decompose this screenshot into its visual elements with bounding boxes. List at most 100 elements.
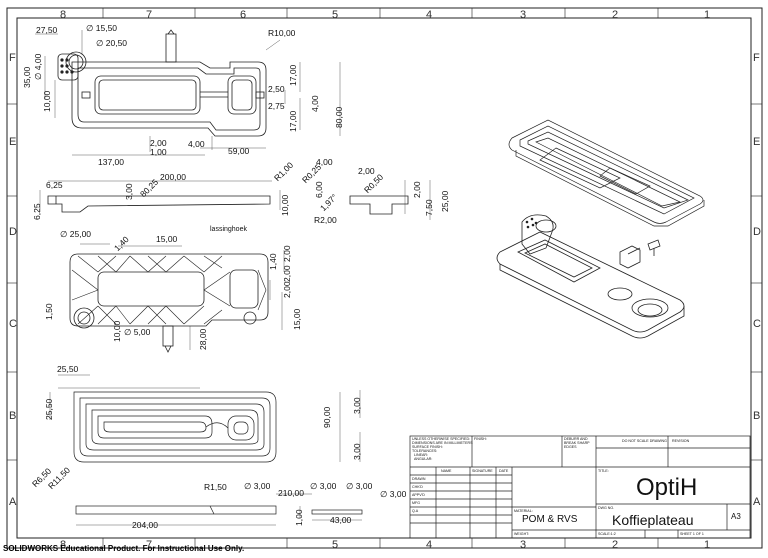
dim-coil-3: 3,00 bbox=[352, 397, 362, 414]
educational-footer: SOLIDWORKS Educational Product. For Inst… bbox=[3, 544, 245, 553]
tb-finish: FINISH: bbox=[474, 437, 487, 441]
col-label-5-bottom: 5 bbox=[332, 539, 339, 551]
dim-coil-15: 1,00 bbox=[294, 509, 304, 526]
dim-top-14: 2,00 bbox=[150, 138, 167, 148]
dim-coil-13: ∅ 3,00 bbox=[346, 481, 373, 491]
iso-coil bbox=[508, 119, 705, 227]
tb-surface: SURFACE FINISH: bbox=[412, 445, 443, 449]
col-label-3: 3 bbox=[520, 9, 527, 21]
side-view bbox=[47, 195, 409, 215]
tb-dwg-label: DWG NO. bbox=[598, 506, 615, 510]
dim-top-2: ∅ 15,50 bbox=[86, 23, 118, 33]
dim-side-12: 10,00 bbox=[280, 194, 290, 216]
dim-coil-11: 210,00 bbox=[278, 488, 304, 498]
col-label-1: 1 bbox=[704, 9, 711, 21]
dim-top-12: 4,00 bbox=[310, 95, 320, 112]
tb-title: OptiH bbox=[636, 474, 698, 501]
tb-sheet: SHEET 1 OF 1 bbox=[680, 532, 704, 536]
dim-bot-8: 1,50 bbox=[44, 303, 54, 320]
top-view bbox=[57, 29, 267, 137]
tb-signature: SIGNATURE bbox=[472, 469, 493, 473]
dim-bot-11: 10,00 bbox=[112, 320, 122, 342]
tb-scale: SCALE:1:2 bbox=[598, 532, 616, 536]
dim-top-1: 27,50 bbox=[36, 25, 58, 35]
iso-plate bbox=[496, 214, 685, 339]
dim-bot-4: 2,00 bbox=[282, 245, 292, 262]
iso-plate-holes bbox=[525, 217, 538, 229]
tb-qa: Q.A bbox=[412, 509, 419, 513]
bottom-view-ribs bbox=[71, 255, 267, 325]
tb-size: A3 bbox=[731, 512, 741, 521]
tb-unless: UNLESS OTHERWISE SPECIFIED: bbox=[412, 437, 471, 441]
dim-top-18: 59,00 bbox=[228, 146, 250, 156]
tb-tol: TOLERANCES: bbox=[412, 449, 438, 453]
dim-top-6: ∅ 4,00 bbox=[33, 53, 43, 80]
lassinghoek-label: lassinghoek bbox=[210, 226, 247, 233]
dim-side-7: 4,00 bbox=[316, 157, 333, 167]
tb-chkd: CHK'D bbox=[412, 485, 423, 489]
dim-top-4: R10,00 bbox=[268, 28, 296, 38]
dim-coil-10: 204,00 bbox=[132, 520, 158, 530]
dim-coil-14: 43,00 bbox=[330, 515, 352, 525]
tb-weight: WEIGHT: bbox=[514, 532, 529, 536]
col-label-6: 6 bbox=[240, 9, 247, 21]
dim-top-15: 1,00 bbox=[150, 147, 167, 157]
row-label-D-right: D bbox=[753, 226, 761, 238]
tb-angular: ANGULAR: bbox=[414, 457, 433, 461]
col-label-4: 4 bbox=[426, 9, 433, 21]
col-label-2: 2 bbox=[612, 9, 619, 21]
dim-side-17: 25,00 bbox=[440, 190, 450, 212]
col-label-4-bottom: 4 bbox=[426, 539, 433, 551]
dim-side-15: 2,00 bbox=[412, 181, 422, 198]
dim-coil-9: ∅ 3,00 bbox=[244, 481, 271, 491]
dim-bot-5: 1,40 bbox=[268, 253, 278, 270]
tb-date: DATE bbox=[499, 469, 509, 473]
col-label-3-bottom: 3 bbox=[520, 539, 527, 551]
dim-coil-1: 25,50 bbox=[57, 364, 79, 374]
dim-top-11: 17,00 bbox=[288, 110, 298, 132]
row-label-A: A bbox=[9, 496, 17, 508]
col-label-5: 5 bbox=[332, 9, 339, 21]
title-block bbox=[409, 435, 751, 539]
dim-top-10: 2,75 bbox=[268, 101, 285, 111]
dim-coil-4: 90,00 bbox=[322, 406, 332, 428]
row-label-F: F bbox=[9, 52, 16, 64]
dim-bot-10: ∅ 5,00 bbox=[124, 327, 151, 337]
dim-coil-8: R1,50 bbox=[204, 482, 227, 492]
col-label-7: 7 bbox=[146, 9, 153, 21]
row-label-E: E bbox=[9, 136, 17, 148]
dim-top-3: ∅ 20,50 bbox=[96, 38, 128, 48]
tb-material-label: MATERIAL: bbox=[514, 509, 533, 513]
tb-deburr: DEBURR AND BREAK SHARP EDGES bbox=[564, 437, 590, 450]
tb-drawn: DRAWN bbox=[412, 477, 426, 481]
tb-material: POM & RVS bbox=[522, 514, 578, 525]
col-label-1-bottom: 1 bbox=[704, 539, 711, 551]
dim-top-7: 10,00 bbox=[42, 90, 52, 112]
tb-dims-mm: DIMENSIONS ARE IN MILLIMETERS bbox=[412, 441, 473, 445]
dim-top-8: 17,00 bbox=[288, 64, 298, 86]
tb-mfg: MFG bbox=[412, 501, 420, 505]
tb-title-label: TITLE: bbox=[598, 469, 609, 473]
dim-side-2: 200,00 bbox=[160, 172, 186, 182]
dim-side-14: R2,00 bbox=[314, 215, 337, 225]
row-label-F-right: F bbox=[753, 52, 760, 64]
coil-view bbox=[73, 391, 363, 515]
col-label-2-bottom: 2 bbox=[612, 539, 619, 551]
dim-side-3: 3,00 bbox=[124, 183, 134, 200]
dim-top-16: 4,00 bbox=[188, 139, 205, 149]
col-label-7-bottom: 7 bbox=[146, 539, 153, 551]
row-label-B-right: B bbox=[753, 410, 761, 422]
row-label-C: C bbox=[9, 318, 17, 330]
dim-coil-16: ∅ 3,00 bbox=[380, 489, 407, 499]
dim-coil-2: 25,50 bbox=[44, 398, 54, 420]
row-label-E-right: E bbox=[753, 136, 761, 148]
dim-coil-5: 3,00 bbox=[352, 443, 362, 460]
col-label-8-bottom: 8 bbox=[60, 539, 67, 551]
dim-side-6: 6,25 bbox=[32, 203, 42, 220]
row-label-C-right: C bbox=[753, 318, 761, 330]
dim-side-11: 6,00 bbox=[314, 181, 324, 198]
dim-bot-9: 15,00 bbox=[292, 308, 302, 330]
tb-linear: LINEAR: bbox=[414, 453, 428, 457]
